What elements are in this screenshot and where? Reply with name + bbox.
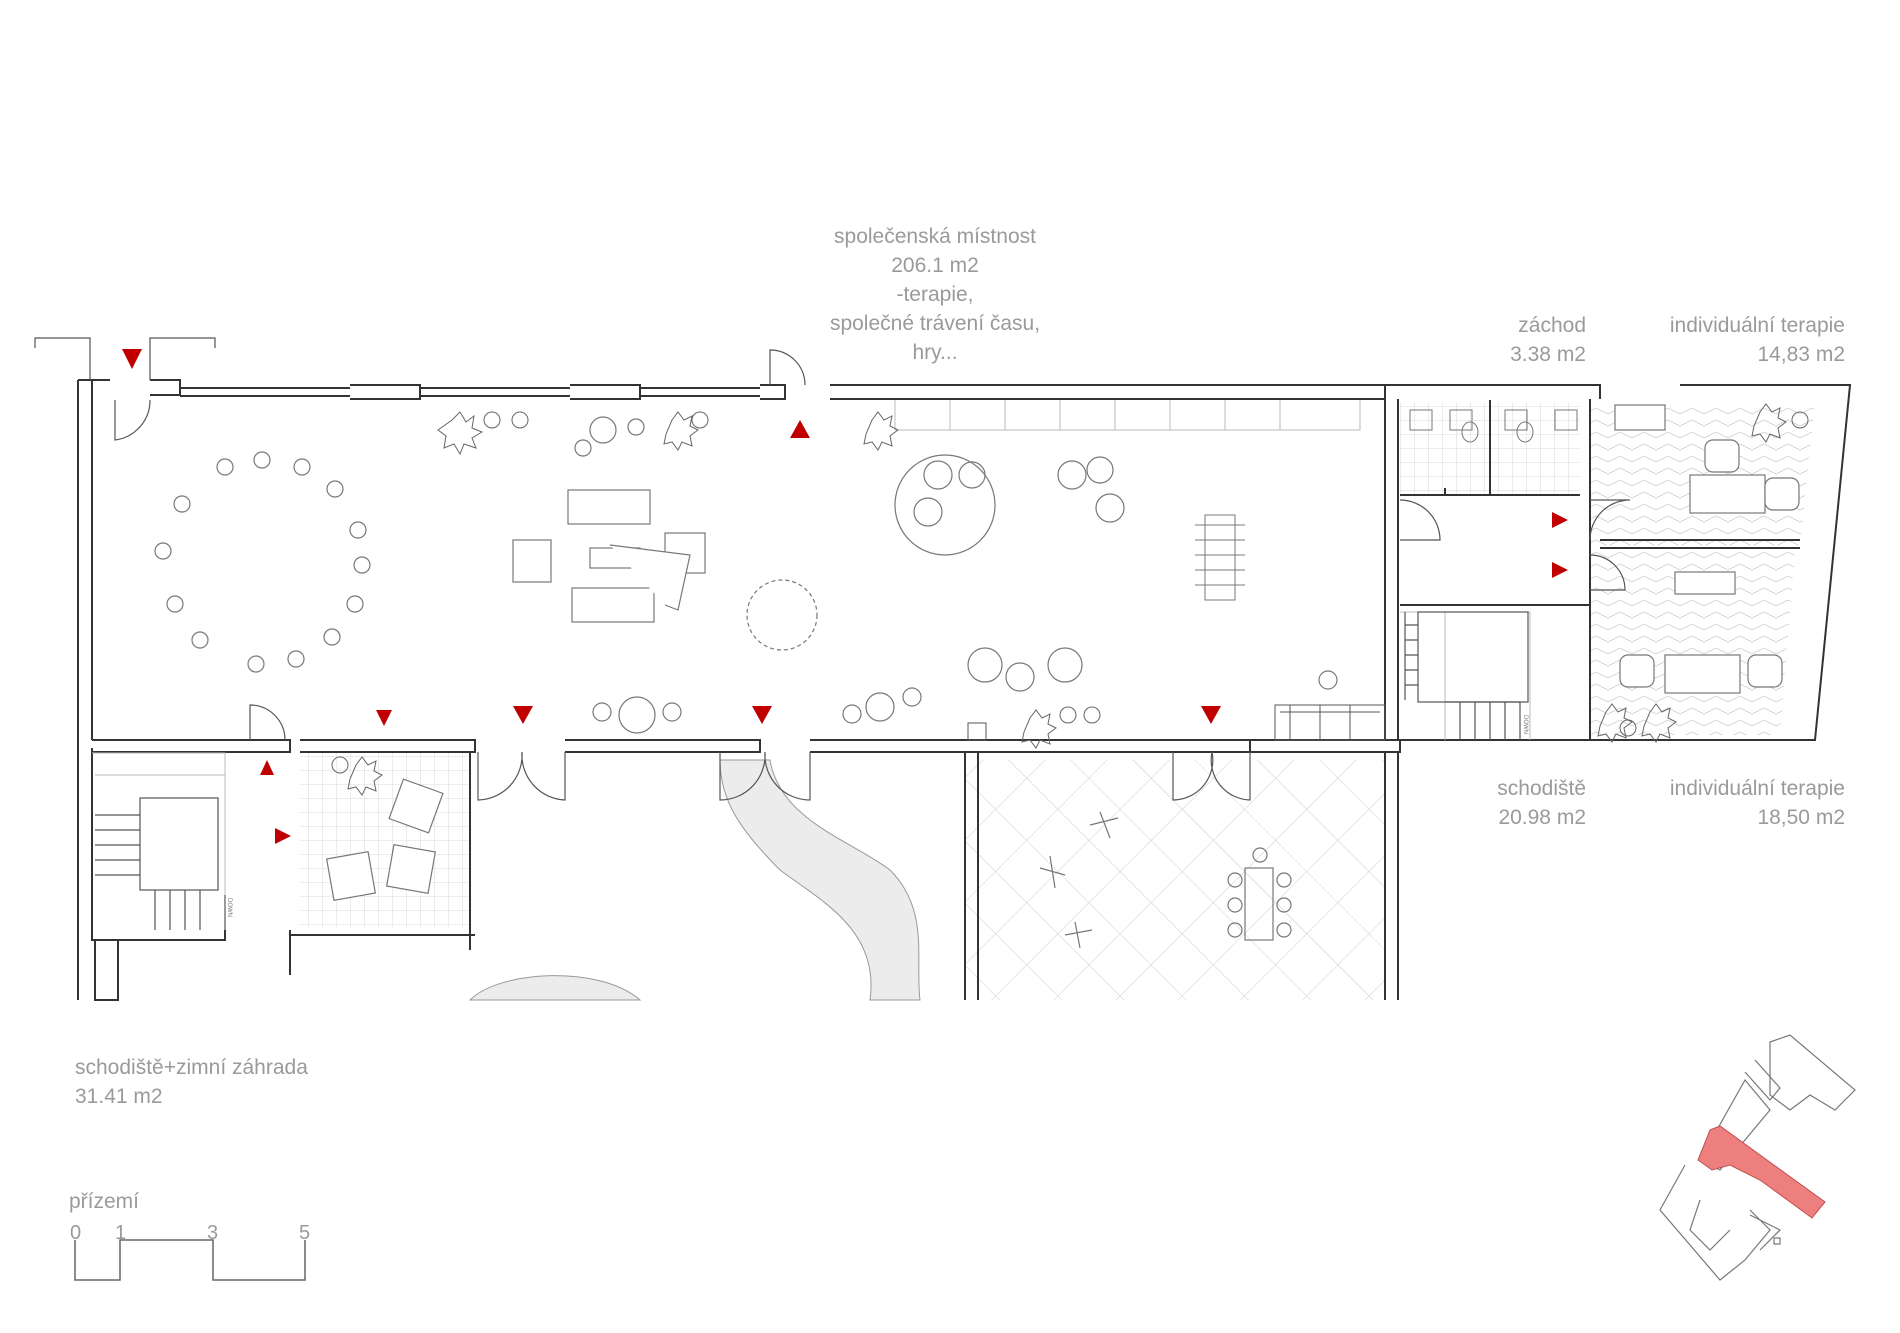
room-note: -terapie, [896, 283, 974, 306]
terrace-furniture [1039, 811, 1292, 949]
scale-tick-0: 0 [70, 1222, 82, 1244]
cafe-tables [574, 416, 1338, 734]
terrace-floor [965, 760, 1385, 1000]
lounge-furniture [512, 489, 818, 651]
stair-down-label-2: DOWN [226, 898, 232, 917]
room-name: záchod [1518, 314, 1586, 337]
room-area: 3.38 m2 [1510, 343, 1586, 366]
room-note: společné trávení času, [829, 312, 1041, 335]
floor-label: přízemí [69, 1190, 140, 1213]
wintergarden-chairs [325, 778, 444, 902]
label-spolecenska: společenská místnost 206.1 m2 -terapie, … [820, 222, 1050, 367]
entry-markers [122, 349, 1568, 844]
label-zachod: záchod 3.38 m2 [1440, 311, 1586, 369]
garden-path [719, 759, 921, 1001]
doors [114, 349, 1631, 801]
stair-wintergarden [95, 797, 226, 930]
entrance-porch [34, 337, 216, 380]
room-area: 206.1 m2 [891, 254, 979, 277]
room-area: 18,50 m2 [1757, 806, 1845, 829]
scale-tick-1: 1 [115, 1222, 127, 1244]
site-plan [1659, 1034, 1856, 1281]
room-name: individuální terapie [1669, 777, 1845, 800]
garden-lawn [468, 975, 642, 1001]
scale-tick-5: 5 [299, 1222, 311, 1244]
label-individualni-top: individuální terapie 14,83 m2 [1620, 311, 1845, 369]
therapy-furniture [1614, 404, 1800, 694]
walls [77, 379, 1852, 1001]
therapy-room-bottom-floor [1590, 552, 1795, 735]
room-name: individuální terapie [1669, 314, 1845, 337]
wintergarden-floor [300, 752, 470, 927]
chair-circle [154, 451, 371, 673]
label-schodiste-zahrada: schodiště+zimní záhrada 31.41 m2 [75, 1053, 375, 1111]
stair-core [1404, 611, 1529, 740]
room-area: 31.41 m2 [75, 1085, 163, 1108]
room-name: schodiště+zimní záhrada [75, 1056, 308, 1079]
stair-down-label-1: DOWN [1522, 715, 1528, 734]
room-note: hry... [912, 341, 958, 364]
room-name: schodiště [1497, 777, 1586, 800]
label-schodiste: schodiště 20.98 m2 [1440, 774, 1586, 832]
wc-fixtures [1409, 409, 1578, 443]
room-area: 14,83 m2 [1757, 343, 1845, 366]
label-individualni-bottom: individuální terapie 18,50 m2 [1620, 774, 1845, 832]
plants [331, 403, 1809, 796]
kitchen-counter [967, 704, 1386, 741]
site-highlight [1697, 1125, 1826, 1219]
foosball-table [1195, 514, 1245, 601]
room-area: 20.98 m2 [1498, 806, 1586, 829]
scale-tick-3: 3 [207, 1222, 219, 1244]
scale-bar [74, 1239, 306, 1281]
room-name: společenská místnost [834, 225, 1036, 248]
